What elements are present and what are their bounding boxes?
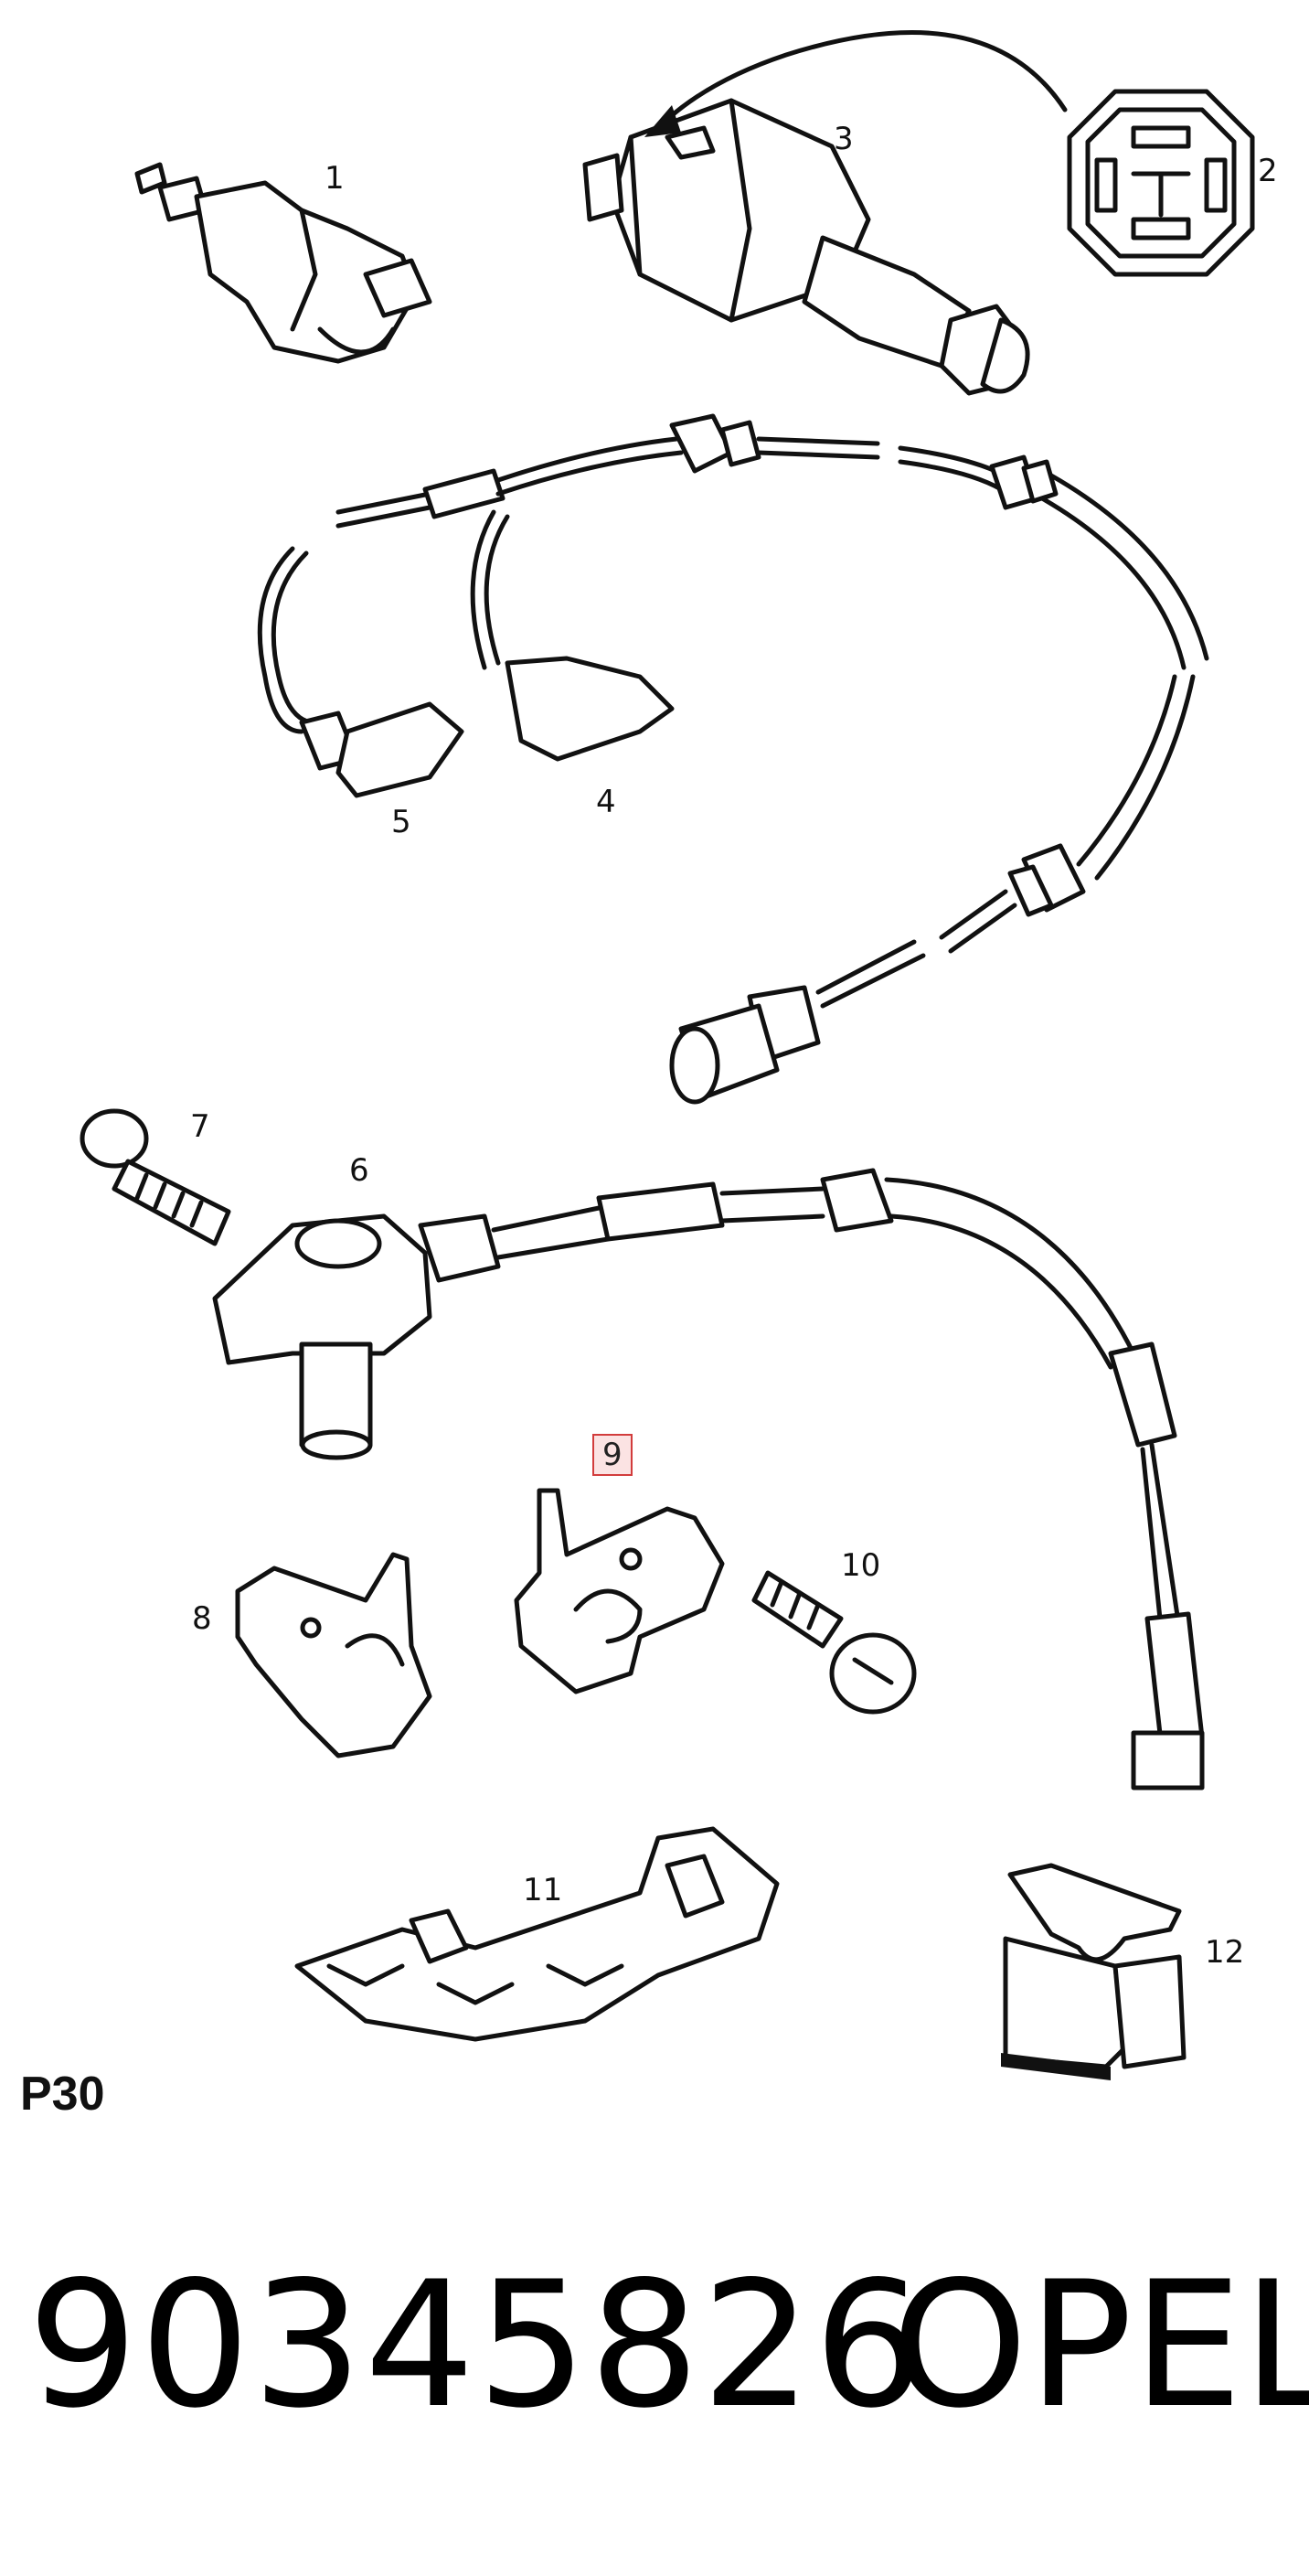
- part-11-cable-carrier: [294, 1826, 780, 2042]
- part-number: 90345826: [27, 2244, 927, 2446]
- callout-2: 2: [1258, 153, 1278, 189]
- callout-10: 10: [841, 1547, 881, 1584]
- part-4-5-sensor-cable: [257, 413, 1209, 1105]
- callout-9: 9: [592, 1434, 633, 1476]
- callout-1: 1: [325, 160, 345, 197]
- brand-name: OPEL: [891, 2244, 1309, 2446]
- callout-8: 8: [192, 1600, 212, 1637]
- part-1-brake-switch: [134, 162, 432, 364]
- callout-5: 5: [391, 804, 411, 840]
- part-6-crank-sensor: [212, 1168, 1205, 1790]
- callout-12: 12: [1205, 1934, 1245, 1971]
- part-9-bracket: [514, 1488, 725, 1694]
- part-12-clip: [1001, 1863, 1187, 2080]
- part-3-switch-housing: [582, 98, 1030, 396]
- part-10-bolt: [751, 1570, 917, 1715]
- section-code: P30: [20, 2068, 105, 2121]
- callout-7: 7: [190, 1108, 210, 1145]
- connection-arrow: [644, 30, 1068, 137]
- callout-6: 6: [349, 1152, 369, 1189]
- part-8-bracket: [235, 1552, 432, 1758]
- callout-4: 4: [596, 784, 616, 820]
- callout-3: 3: [834, 121, 854, 157]
- part-7-bolt: [80, 1108, 231, 1246]
- part-2-connector-face: [1067, 89, 1255, 277]
- callout-11: 11: [523, 1872, 563, 1908]
